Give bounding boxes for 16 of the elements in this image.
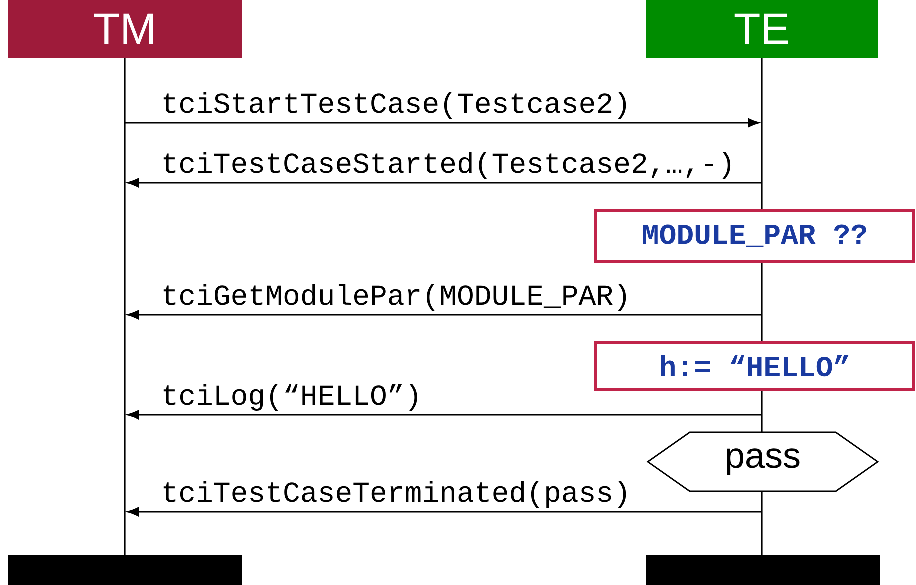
header-box: TM (8, 0, 242, 58)
message-arrow (128, 410, 762, 420)
message-arrow (125, 118, 760, 128)
end-bar (8, 555, 242, 585)
message-label: tciTestCaseStarted(Testcase2,…,-) (164, 152, 731, 180)
action-box: h:= “HELLO” (594, 341, 916, 391)
end-bar (646, 555, 880, 585)
message-arrow (128, 178, 762, 188)
message-label: tciStartTestCase(Testcase2) (164, 92, 626, 120)
message-label: tciTestCaseTerminated(pass) (164, 480, 626, 508)
message-label: tciLog(“HELLO”) (164, 384, 418, 412)
message-label: tciGetModulePar(MODULE_PAR) (164, 284, 626, 312)
message-arrow (128, 310, 762, 320)
action-box: MODULE_PAR ?? (594, 209, 916, 263)
header-box: TE (646, 0, 878, 58)
message-arrow (128, 508, 762, 516)
